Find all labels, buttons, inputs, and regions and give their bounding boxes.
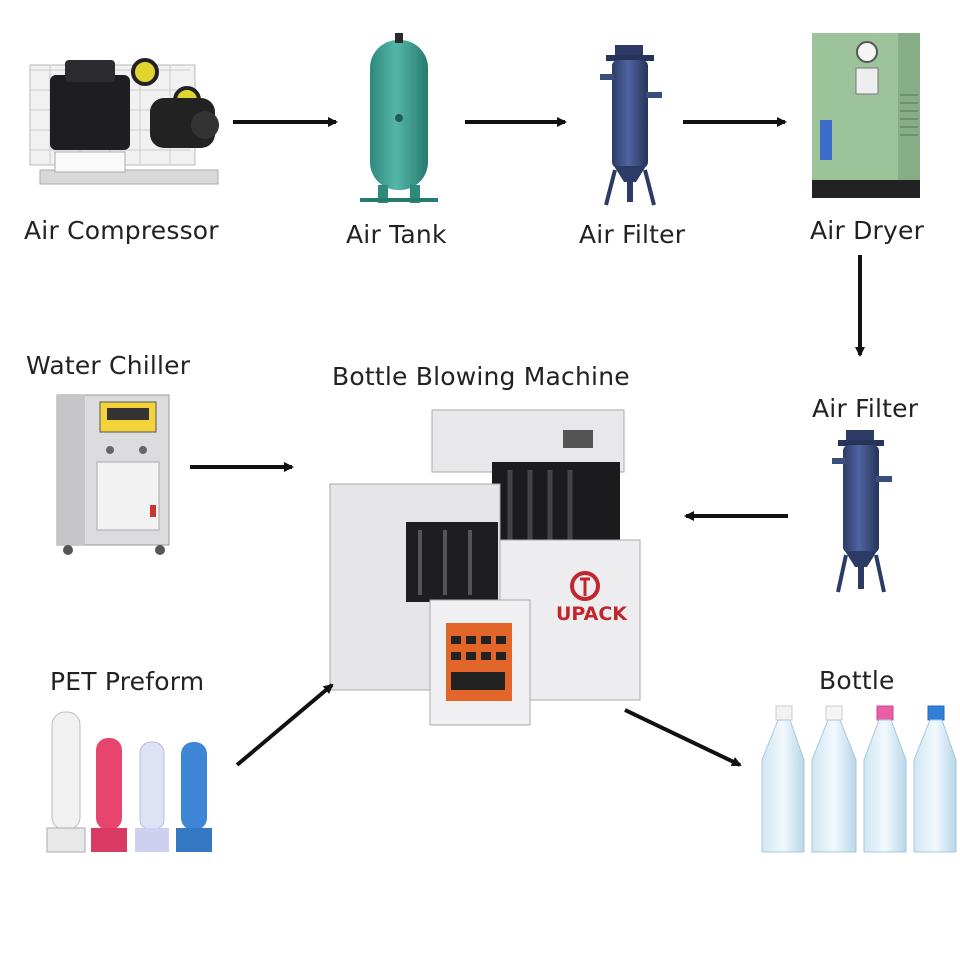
bottle-2 <box>811 705 857 853</box>
label-air-dryer: Air Dryer <box>810 216 925 245</box>
air-filter-1-image <box>600 45 662 206</box>
bottles-image <box>761 705 957 853</box>
label-air-tank: Air Tank <box>346 220 447 249</box>
arrow-preform-to-machine <box>235 683 334 767</box>
bottle-1 <box>761 705 805 853</box>
label-bottle-blowing-machine: Bottle Blowing Machine <box>332 362 630 391</box>
bottle-blowing-machine-image <box>329 409 641 726</box>
air-compressor-image <box>29 58 219 185</box>
brand-logo: UPACK <box>556 603 627 625</box>
water-chiller-image <box>56 394 170 555</box>
preform-clear <box>46 711 86 853</box>
bottle-4 <box>913 705 957 853</box>
air-filter-2-image <box>832 430 892 593</box>
bottle-3 <box>863 705 907 853</box>
preform-blue <box>176 742 212 852</box>
label-air-compressor: Air Compressor <box>24 216 219 245</box>
pet-preform-image <box>46 711 212 853</box>
label-air-filter-2: Air Filter <box>812 394 919 423</box>
arrow-machine-to-bottle <box>624 708 742 767</box>
preform-light-blue <box>135 741 169 852</box>
label-bottle: Bottle <box>819 666 895 695</box>
label-water-chiller: Water Chiller <box>26 351 191 380</box>
label-air-filter-1: Air Filter <box>579 220 686 249</box>
air-tank-image <box>360 33 438 203</box>
preform-red <box>91 738 127 852</box>
label-pet-preform: PET Preform <box>50 667 205 696</box>
air-dryer-image <box>812 33 920 198</box>
